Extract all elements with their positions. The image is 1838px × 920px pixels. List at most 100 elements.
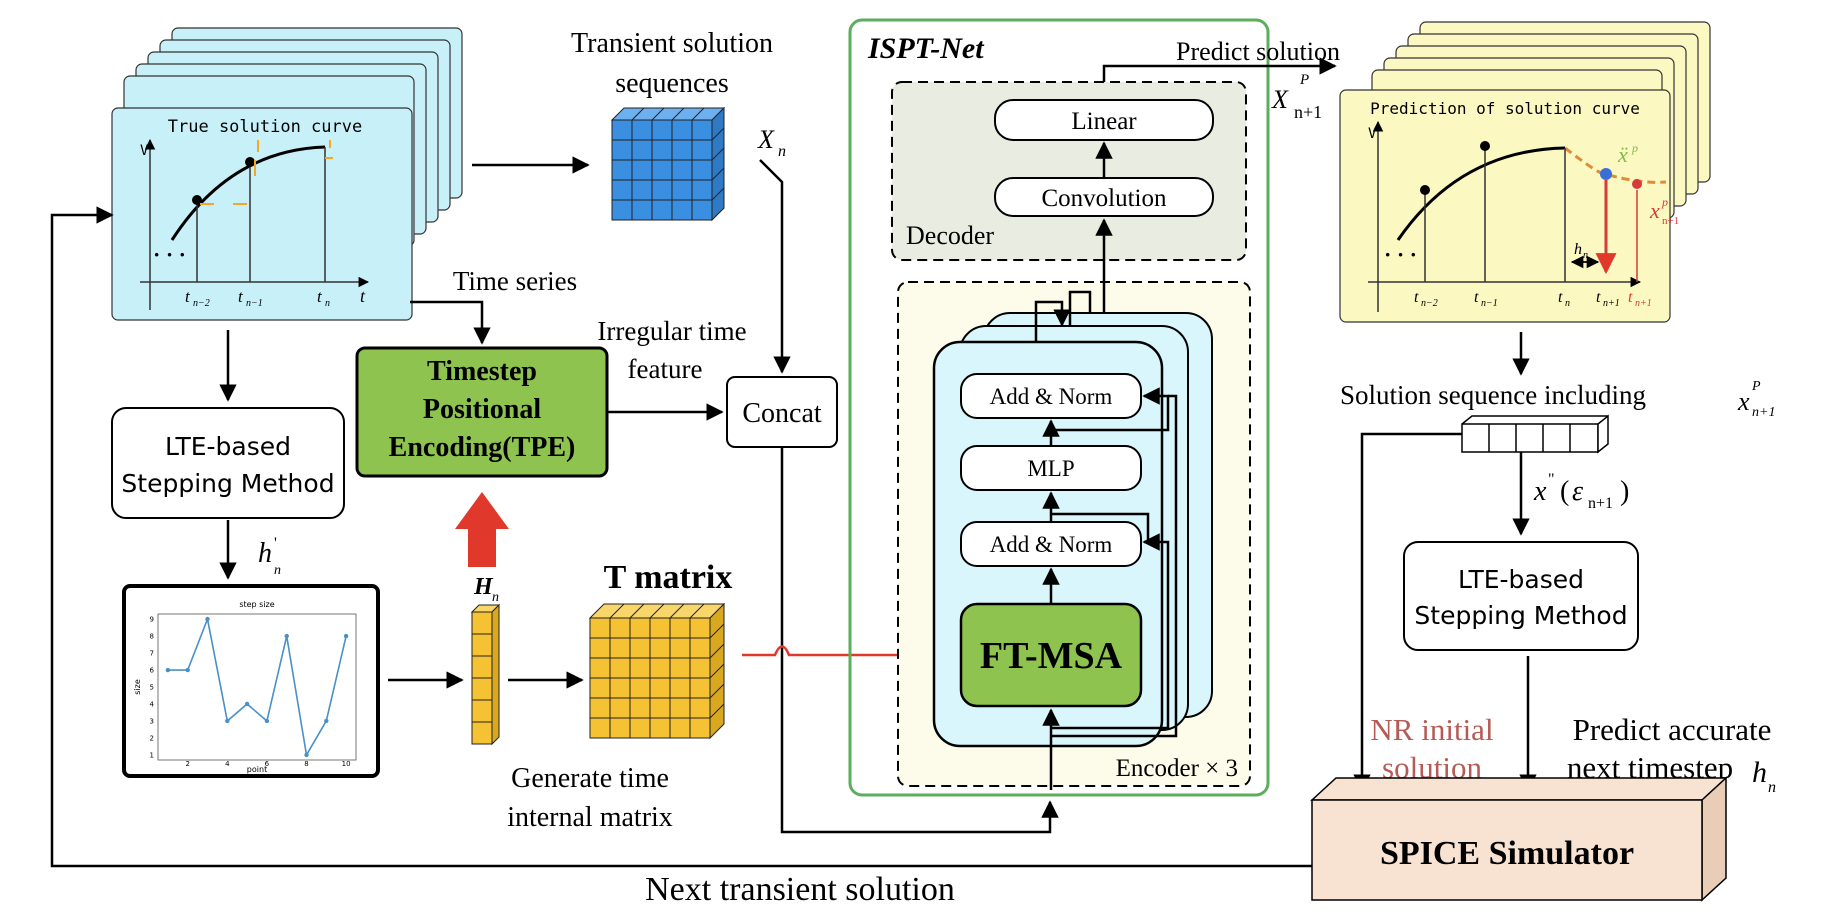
stepsize-point bbox=[244, 701, 250, 707]
decoder-label: Decoder bbox=[906, 221, 994, 250]
mlp-box bbox=[960, 445, 1142, 491]
stepsize-xtick: 4 bbox=[225, 760, 230, 768]
stepsize-ylabel: size bbox=[133, 679, 142, 695]
svg-text:n+1: n+1 bbox=[1294, 102, 1322, 122]
stepsize-ytick: 5 bbox=[150, 684, 154, 692]
stepsize-point bbox=[264, 718, 270, 724]
svg-text:n: n bbox=[1768, 779, 1776, 796]
spice-label: SPICE Simulator bbox=[1380, 835, 1634, 872]
spice-simulator-box bbox=[1310, 776, 1728, 902]
transient-cube bbox=[610, 106, 726, 222]
arrow-time-series bbox=[410, 300, 491, 345]
linear-label: Linear bbox=[1071, 108, 1137, 135]
svg-text:n−1: n−1 bbox=[1481, 298, 1498, 309]
lte-left-line1: LTE-based bbox=[165, 432, 291, 461]
tpe-line2: Positional bbox=[423, 394, 541, 425]
stepsize-ytick: 2 bbox=[150, 734, 154, 742]
stepsize-xtick: 10 bbox=[342, 760, 351, 768]
pred-xp: x bbox=[1649, 198, 1660, 223]
true-solution-plot: True solution curve V t · · · t n−2 t n−… bbox=[140, 117, 370, 310]
stepsize-ytick: 7 bbox=[150, 650, 154, 658]
xn-label: X bbox=[757, 125, 775, 154]
lte-left-box bbox=[111, 407, 345, 519]
arrow-to-concat bbox=[759, 159, 791, 374]
prediction-card-stack bbox=[1339, 21, 1711, 323]
svg-text:n−2: n−2 bbox=[1421, 298, 1438, 309]
residual-outer bbox=[1051, 394, 1178, 738]
svg-text:): ) bbox=[1620, 476, 1629, 507]
stepsize-point bbox=[205, 616, 210, 622]
mlp-label: MLP bbox=[1027, 456, 1074, 481]
tick-tn2: t bbox=[185, 287, 191, 306]
arrow-stack-2 bbox=[1068, 290, 1092, 325]
svg-text:n: n bbox=[492, 590, 499, 605]
nr-line1: NR initial bbox=[1370, 712, 1493, 747]
residual-top bbox=[1051, 387, 1170, 432]
irregular-line2: feature bbox=[628, 354, 703, 384]
stepsize-series-line bbox=[167, 616, 347, 758]
pred-ellipsis: · · · bbox=[1384, 242, 1417, 267]
tpe-line3: Encoding(TPE) bbox=[389, 432, 576, 463]
stepsize-xlabel: point bbox=[247, 765, 267, 774]
stepsize-ytick: 9 bbox=[150, 616, 154, 624]
solution-sequence-cells bbox=[1461, 414, 1609, 454]
residual-bottom bbox=[1051, 533, 1170, 730]
addnorm-top-label: Add & Norm bbox=[990, 384, 1113, 409]
sol-seq-label: Solution sequence including bbox=[1340, 380, 1646, 410]
svg-text:t: t bbox=[1558, 289, 1563, 306]
svg-text:t: t bbox=[1596, 289, 1601, 306]
svg-text:n: n bbox=[325, 298, 330, 309]
lte-right-box bbox=[1403, 541, 1639, 651]
tpe-line1: Timestep bbox=[427, 356, 537, 387]
svg-text:n+1: n+1 bbox=[1635, 298, 1652, 309]
stepsize-ytick: 3 bbox=[150, 717, 154, 725]
ftmsa-label: FT-MSA bbox=[980, 635, 1123, 677]
t-axis-label: t bbox=[360, 286, 366, 306]
stepsize-point bbox=[185, 667, 190, 673]
pred-xdd: ẍ bbox=[1617, 142, 1628, 167]
isptnet-title: ISPT-Net bbox=[867, 32, 985, 65]
stepsize-point bbox=[343, 633, 349, 639]
t-matrix-cube bbox=[588, 602, 726, 740]
stepsize-xtick: 6 bbox=[265, 760, 270, 768]
predict-solution-label: Predict solution bbox=[1176, 37, 1340, 66]
svg-text:ε: ε bbox=[1572, 476, 1583, 507]
stepsize-point bbox=[304, 752, 309, 758]
lte-right-line1: LTE-based bbox=[1458, 565, 1584, 594]
addnorm-bottom-box bbox=[960, 521, 1142, 567]
tmatrix-label: T matrix bbox=[604, 559, 733, 596]
svg-text:n: n bbox=[1583, 250, 1588, 261]
tick-tn: t bbox=[317, 287, 323, 306]
generate-line2: internal matrix bbox=[507, 802, 673, 833]
v-axis-label: V bbox=[140, 143, 149, 159]
predict-accurate-line1: Predict accurate bbox=[1573, 712, 1772, 747]
irregular-line1: Irregular time bbox=[597, 316, 746, 346]
pred-v-axis: V bbox=[1368, 126, 1377, 142]
svg-text:(: ( bbox=[1560, 476, 1569, 507]
svg-text:n−1: n−1 bbox=[246, 298, 263, 309]
svg-text:n+1: n+1 bbox=[1662, 215, 1679, 227]
true-solution-card-stack bbox=[111, 27, 463, 321]
svg-text:n: n bbox=[778, 143, 786, 160]
red-path-tmatrix-ftmsa bbox=[742, 645, 957, 664]
arrow-stack-1 bbox=[1034, 300, 1071, 342]
stepsize-xtick: 8 bbox=[304, 760, 308, 768]
svg-text:n+1: n+1 bbox=[1603, 298, 1620, 309]
arrow-concat-to-encoder bbox=[780, 447, 1059, 834]
encoder-label: Encoder × 3 bbox=[1116, 755, 1238, 782]
generate-line1: Generate time bbox=[511, 763, 669, 794]
tick-tn1: t bbox=[238, 287, 244, 306]
svg-text:p: p bbox=[1631, 141, 1638, 155]
svg-text:': ' bbox=[274, 535, 277, 552]
transient-title-2: sequences bbox=[615, 68, 729, 99]
next-transient-label: Next transient solution bbox=[645, 871, 955, 908]
stepsize-point bbox=[165, 667, 171, 673]
svg-text:x: x bbox=[1737, 387, 1750, 416]
svg-text:P: P bbox=[1751, 379, 1761, 394]
addnorm-top-box bbox=[960, 373, 1142, 419]
svg-text:n+1: n+1 bbox=[1588, 495, 1613, 512]
stepsize-frame bbox=[122, 584, 380, 778]
xp-label: X bbox=[1271, 85, 1289, 114]
stepsize-point bbox=[284, 633, 289, 639]
